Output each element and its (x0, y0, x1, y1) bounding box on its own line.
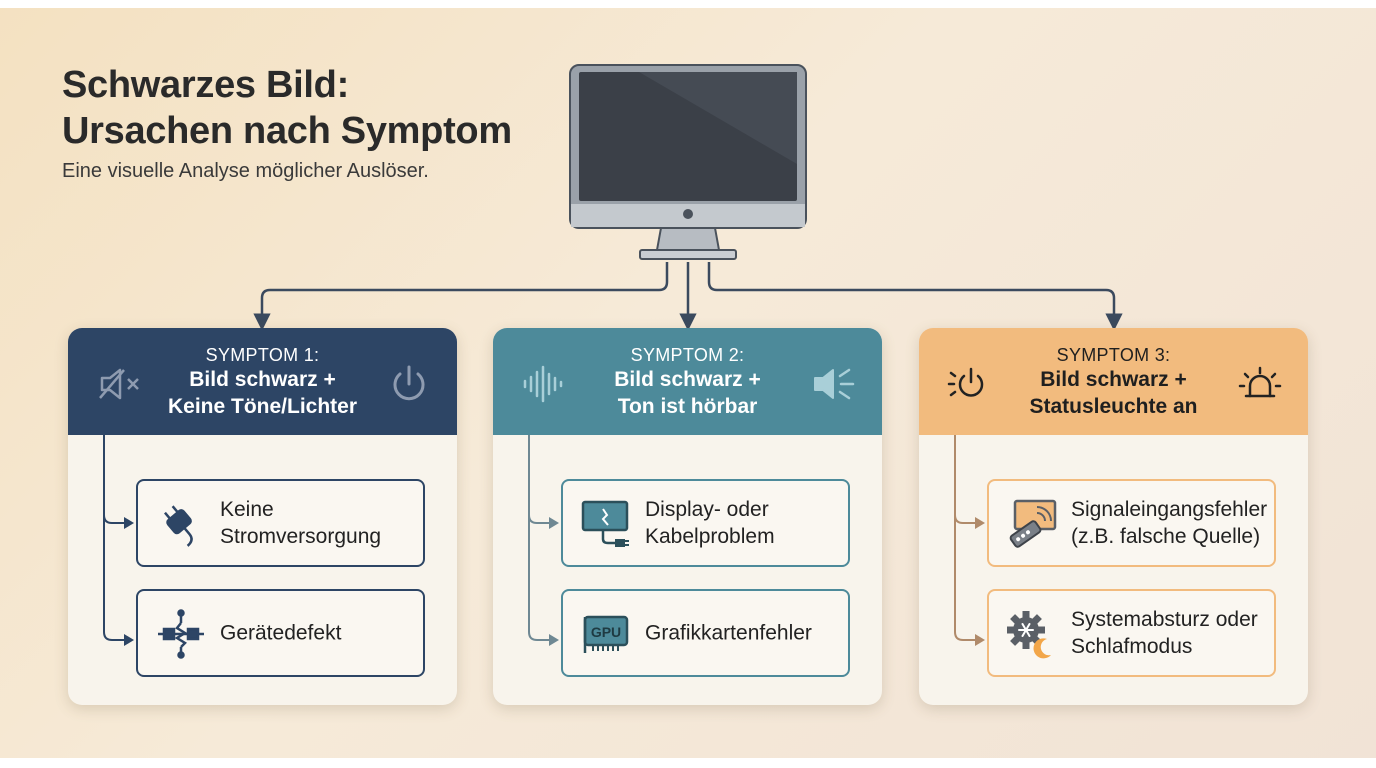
symptom-1-heading: SYMPTOM 1: Bild schwarz + Keine Töne/Lic… (138, 344, 387, 420)
cause-no-power-text: Keine Stromversorgung (220, 496, 381, 550)
symptom-card-1: SYMPTOM 1: Bild schwarz + Keine Töne/Lic… (68, 328, 457, 705)
power-icon (386, 364, 432, 404)
symptom-2-header: SYMPTOM 2: Bild schwarz + Ton ist hörbar (493, 328, 882, 435)
cause-crash-sleep: Systemabsturz oder Schlafmodus (987, 589, 1276, 677)
cause-display-cable-line-2: Kabelproblem (645, 525, 775, 548)
symptom-3-heading: SYMPTOM 3: Bild schwarz + Statusleuchte … (989, 344, 1238, 420)
cause-display-cable-line-1: Display- oder (645, 498, 769, 521)
cause-no-power: Keine Stromversorgung (136, 479, 425, 567)
symptom-3-title: Bild schwarz + Statusleuchte an (989, 366, 1238, 420)
cause-crash-sleep-line-1: Systemabsturz oder (1071, 608, 1258, 631)
cause-gpu-error-text: Grafikkartenfehler (645, 620, 812, 647)
alarm-light-icon (1237, 364, 1283, 404)
symptom-1-branch (103, 435, 134, 646)
gpu-card-icon: GPU (581, 609, 631, 659)
cause-signal-input-text: Signaleingangsfehler (z.B. falsche Quell… (1071, 496, 1267, 550)
cause-device-defect: Gerätedefekt (136, 589, 425, 677)
bottom-border (0, 758, 1376, 768)
symptom-3-label: SYMPTOM 3: (1056, 345, 1171, 365)
power-glow-icon (947, 364, 993, 404)
symptom-1-label: SYMPTOM 1: (205, 345, 320, 365)
cause-signal-input: Signaleingangsfehler (z.B. falsche Quell… (987, 479, 1276, 567)
symptom-2-branch (528, 435, 559, 646)
symptom-card-3: SYMPTOM 3: Bild schwarz + Statusleuchte … (919, 328, 1308, 705)
title-line-2: Ursachen nach Symptom (62, 110, 512, 152)
symptom-3-title-line-2: Statusleuchte an (1029, 395, 1198, 418)
symptom-3-branch (954, 435, 985, 646)
cause-signal-input-line-2: (z.B. falsche Quelle) (1071, 525, 1261, 548)
gpu-label: GPU (591, 624, 621, 640)
symptom-2-label: SYMPTOM 2: (630, 345, 745, 365)
cause-crash-sleep-line-2: Schlafmodus (1071, 635, 1193, 658)
cause-device-defect-line-1: Gerätedefekt (220, 621, 342, 645)
speaker-sound-icon (811, 364, 857, 404)
cause-signal-input-line-1: Signaleingangsfehler (1071, 498, 1268, 521)
circuit-component-icon (156, 609, 206, 659)
cause-gpu-error-line-1: Grafikkartenfehler (645, 621, 812, 645)
symptom-1-header: SYMPTOM 1: Bild schwarz + Keine Töne/Lic… (68, 328, 457, 435)
symptom-1-title-line-2: Keine Töne/Lichter (167, 395, 358, 418)
cause-gpu-error: GPU Grafikkartenfehler (561, 589, 850, 677)
cause-no-power-line-2: Stromversorgung (220, 525, 382, 548)
symptom-2-title-line-2: Ton ist hörbar (617, 395, 758, 418)
connector-to-symptom-3 (707, 262, 1123, 331)
power-plug-icon (156, 499, 206, 549)
symptom-1-title: Bild schwarz + Keine Töne/Lichter (138, 366, 387, 420)
connector-to-symptom-1 (253, 262, 669, 331)
cause-no-power-line-1: Keine (220, 498, 274, 521)
monitor-icon (569, 64, 807, 264)
remote-source-icon (1007, 499, 1057, 549)
page-subtitle: Eine visuelle Analyse möglicher Auslöser… (62, 160, 429, 182)
speaker-muted-icon (96, 364, 142, 404)
cause-crash-sleep-text: Systemabsturz oder Schlafmodus (1071, 606, 1258, 660)
page-title: Schwarzes Bild: Ursachen nach Symptom (62, 62, 512, 154)
symptom-1-title-line-1: Bild schwarz + (189, 368, 336, 391)
cause-display-cable: Display- oder Kabelproblem (561, 479, 850, 567)
gear-moon-icon (1007, 609, 1057, 659)
cause-device-defect-text: Gerätedefekt (220, 620, 341, 647)
symptom-2-title: Bild schwarz + Ton ist hörbar (563, 366, 812, 420)
title-line-1: Schwarzes Bild: (62, 64, 349, 106)
symptom-2-heading: SYMPTOM 2: Bild schwarz + Ton ist hörbar (563, 344, 812, 420)
symptom-card-2: SYMPTOM 2: Bild schwarz + Ton ist hörbar (493, 328, 882, 705)
symptom-3-header: SYMPTOM 3: Bild schwarz + Statusleuchte … (919, 328, 1308, 435)
symptom-2-title-line-1: Bild schwarz + (614, 368, 761, 391)
cause-display-cable-text: Display- oder Kabelproblem (645, 496, 775, 550)
sound-wave-icon (521, 364, 567, 404)
top-border (0, 0, 1376, 8)
display-cable-icon (581, 499, 631, 549)
symptom-3-title-line-1: Bild schwarz + (1040, 368, 1187, 391)
